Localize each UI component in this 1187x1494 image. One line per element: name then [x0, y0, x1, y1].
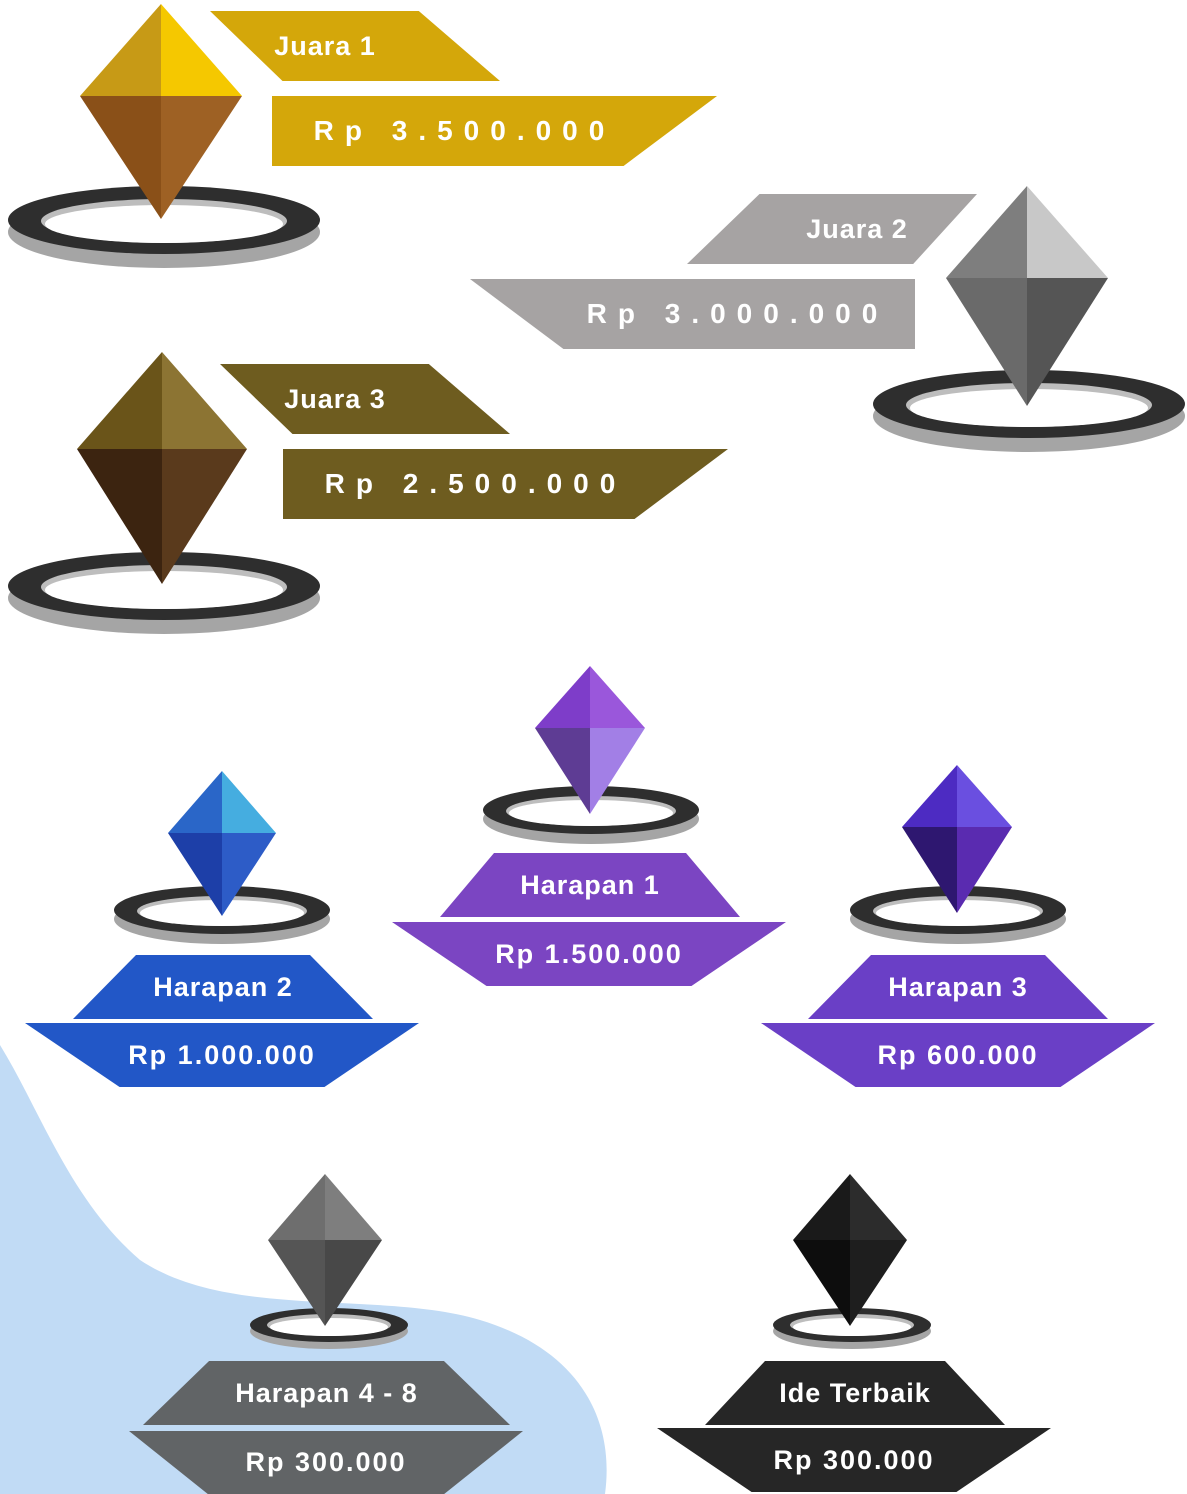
- prize-amount: Rp 2.500.000: [324, 468, 627, 499]
- prize-title-band: Harapan 4 - 8: [143, 1361, 510, 1425]
- gray-diamond-icon: [268, 1174, 382, 1326]
- prize-amount: Rp 600.000: [877, 1039, 1039, 1070]
- prize-amount: Rp 1.000.000: [128, 1039, 316, 1070]
- prize-title: Harapan 2: [153, 971, 293, 1002]
- violet-diamond-icon: [902, 765, 1012, 913]
- prize-title-band: Harapan 1: [440, 853, 740, 917]
- prize-title: Harapan 4 - 8: [235, 1377, 418, 1408]
- prize-amount: Rp 3.000.000: [586, 298, 889, 329]
- bronze-diamond-icon: [77, 352, 247, 584]
- gold-diamond-icon: [80, 4, 242, 219]
- pedestal-ring-icon: [773, 1308, 931, 1349]
- prize-title: Harapan 1: [520, 869, 660, 900]
- purple-diamond-icon: [535, 666, 645, 814]
- pedestal-ring-icon: [8, 552, 320, 634]
- black-diamond-icon: [793, 1174, 907, 1326]
- prize-amount: Rp 1.500.000: [495, 938, 683, 969]
- pedestal-ring-icon: [8, 186, 320, 268]
- prize-title: Juara 1: [274, 30, 376, 61]
- prize-amount: Rp 300.000: [773, 1444, 935, 1475]
- prize-title: Harapan 3: [888, 971, 1028, 1002]
- prize-amount-band: Rp 2.500.000: [283, 449, 728, 519]
- prize-title-band: Ide Terbaik: [705, 1361, 1005, 1425]
- prize-amount: Rp 3.500.000: [313, 115, 616, 146]
- pedestal-ring-icon: [873, 370, 1185, 452]
- prize-title: Ide Terbaik: [779, 1377, 931, 1408]
- prize-amount-band: Rp 300.000: [129, 1431, 523, 1494]
- prize-title: Juara 2: [806, 213, 908, 244]
- prize-amount-band: Rp 600.000: [761, 1023, 1155, 1087]
- prize-amount: Rp 300.000: [245, 1447, 407, 1477]
- blue-diamond-icon: [168, 771, 276, 916]
- silver-diamond-icon: [946, 186, 1108, 406]
- pedestal-ring-icon: [250, 1308, 408, 1349]
- prize-title: Juara 3: [284, 383, 386, 414]
